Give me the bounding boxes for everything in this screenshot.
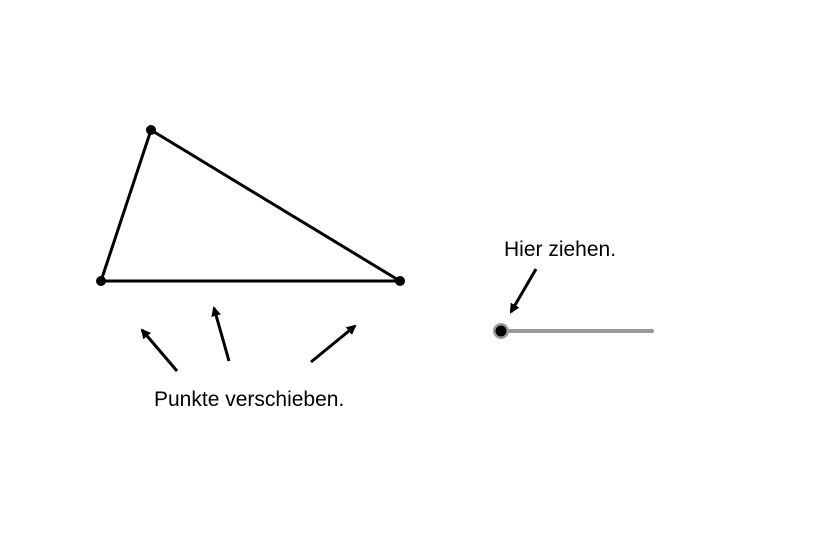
triangle (99, 128, 402, 283)
point-b[interactable] (395, 276, 405, 286)
arrow-right (310, 324, 357, 364)
drag-here-label: Hier ziehen. (504, 238, 617, 261)
arrow-middle (211, 306, 231, 362)
point-a[interactable] (96, 276, 106, 286)
move-points-label: Punkte verschieben. (154, 388, 345, 411)
arrow-left (140, 328, 179, 372)
slider-handle-dot[interactable] (495, 325, 507, 337)
point-c[interactable] (146, 125, 156, 135)
arrow-slider (509, 268, 538, 314)
